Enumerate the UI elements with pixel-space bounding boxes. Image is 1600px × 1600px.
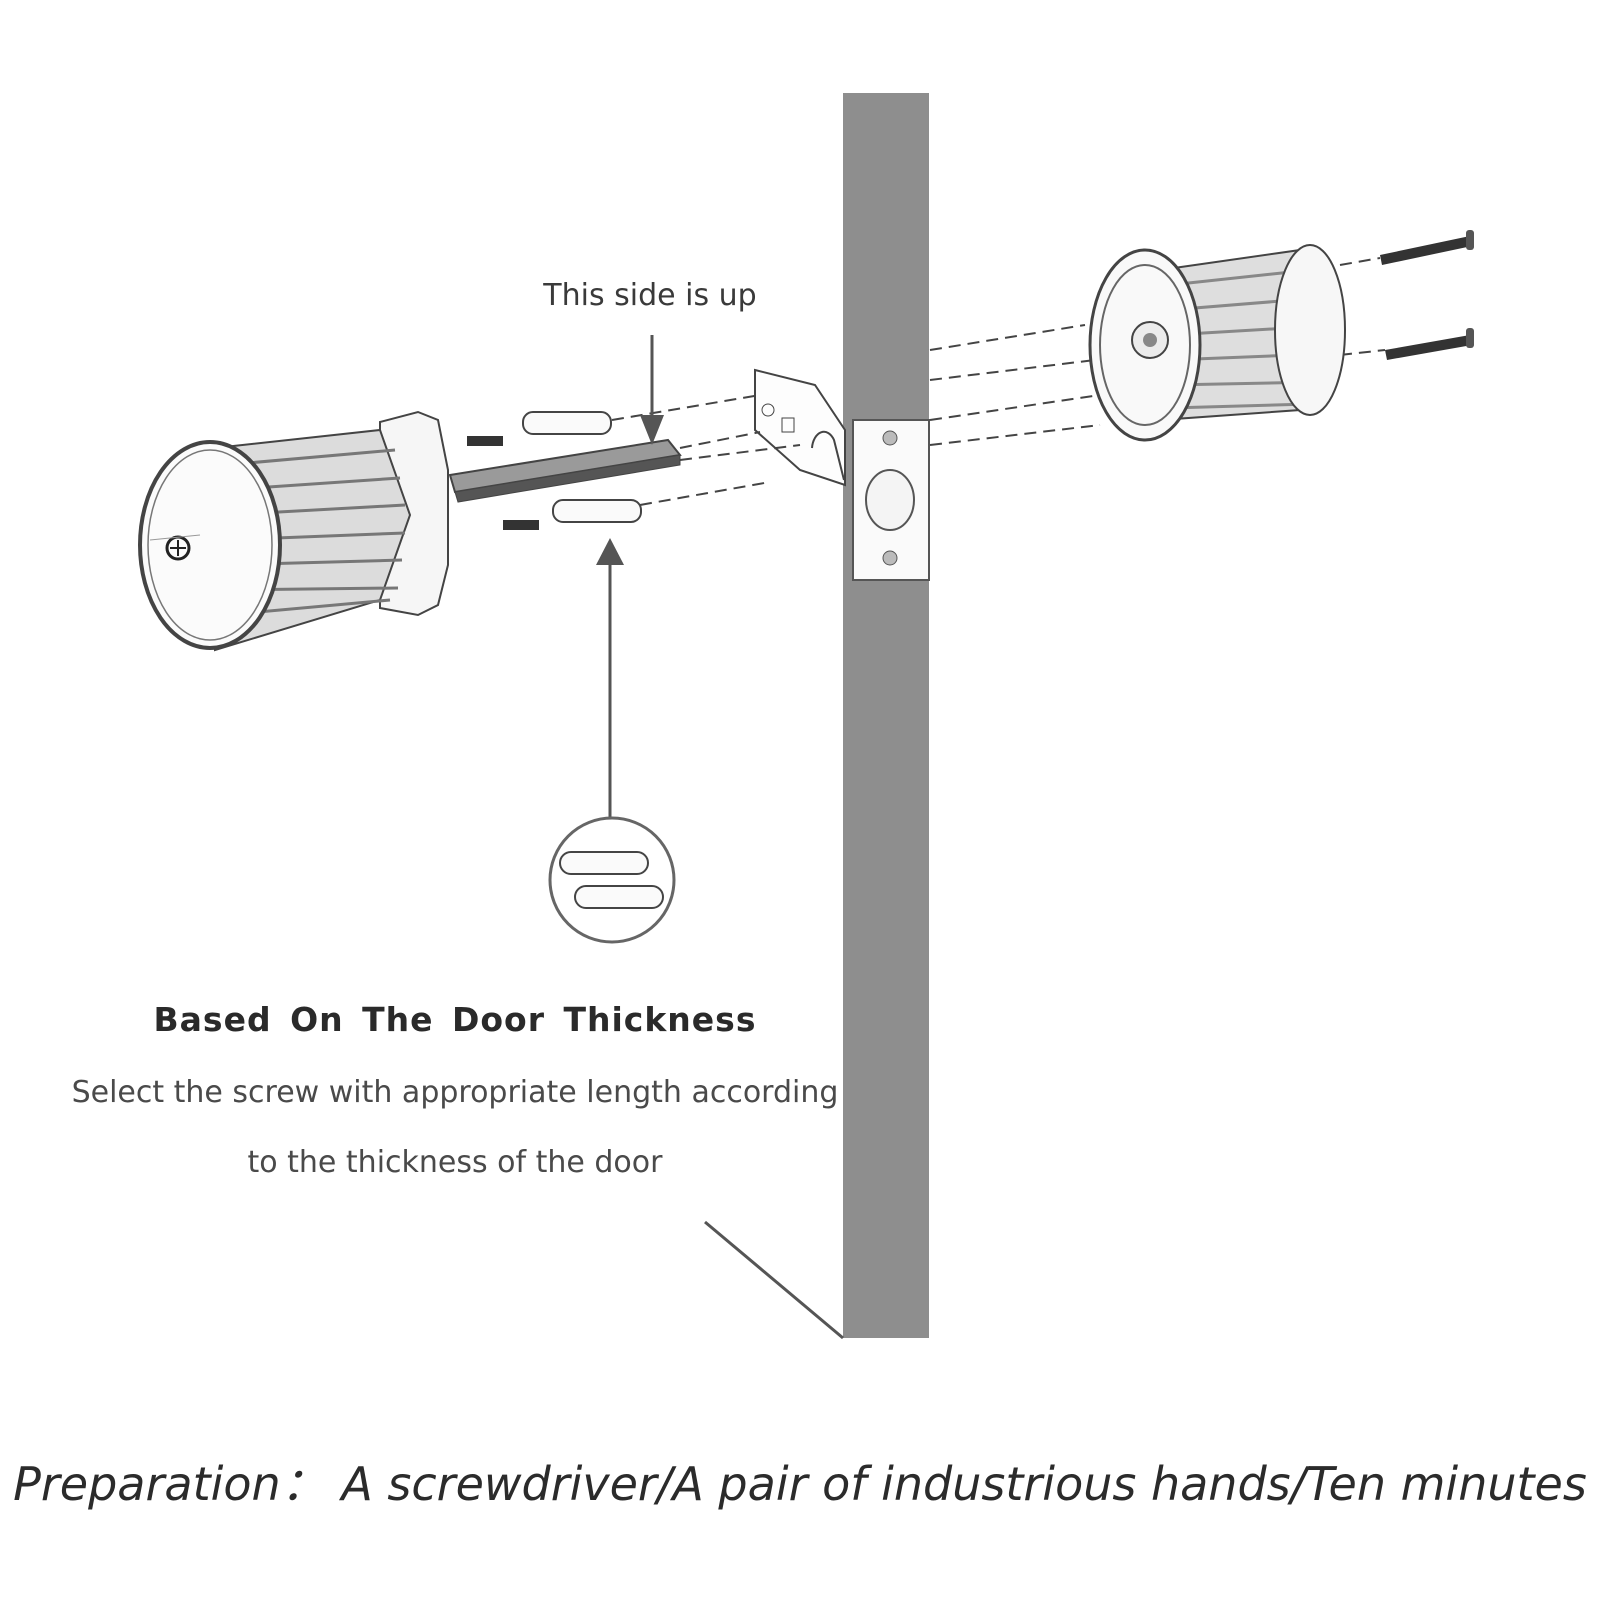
spindle — [448, 438, 682, 503]
latch-plate — [852, 419, 930, 581]
right-knob — [1088, 244, 1346, 442]
preparation-footer: Preparation： A screwdriver/A pair of ind… — [13, 1457, 1587, 1511]
door — [704, 93, 929, 1340]
left-fasteners — [467, 411, 642, 530]
callout-this-side-up: This side is up — [543, 278, 757, 313]
arrow-up-icon — [596, 538, 624, 565]
mounting-screws — [1380, 230, 1474, 360]
sleeve-detail-circle — [548, 816, 676, 944]
arrow-down-icon — [640, 415, 664, 445]
assembly-lines — [611, 257, 1386, 506]
door-thickness-heading: Based On The Door Thickness — [153, 1000, 757, 1039]
description-line-2: to the thickness of the door — [247, 1145, 663, 1180]
latch-bolt — [754, 368, 846, 487]
arrows — [596, 335, 664, 818]
description-line-1: Select the screw with appropriate length… — [71, 1075, 839, 1110]
left-knob — [138, 410, 449, 652]
